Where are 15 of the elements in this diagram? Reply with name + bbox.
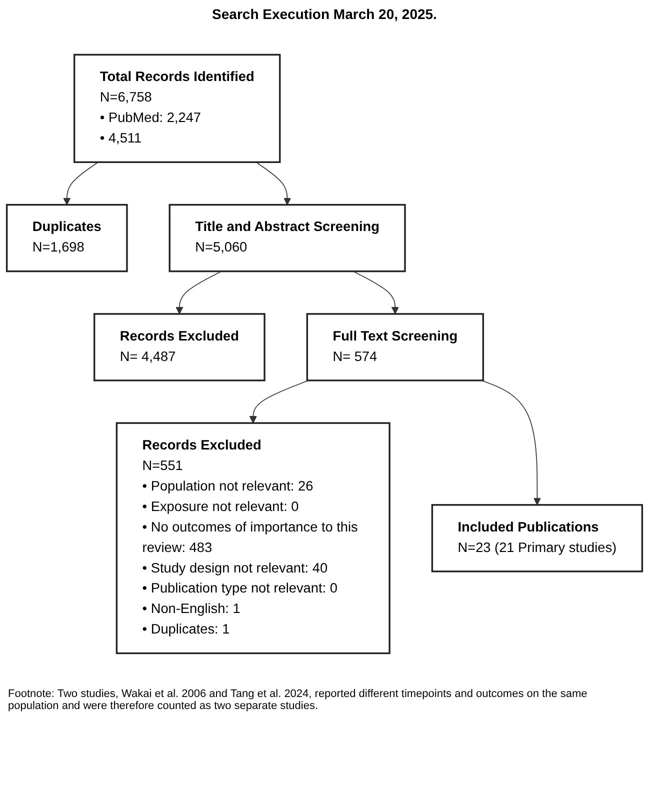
node-box: Records Excluded N=551 • Population not relevant: 26 • Exposure not relevant: 0 • No outcomes of importance to this review: 483 • Study design not relevant: 40 • Publication type not relevant: 0 • Non-English: 1 • Duplicates: 1 bbox=[116, 422, 390, 654]
arrow bbox=[352, 270, 399, 314]
arrow bbox=[256, 162, 292, 206]
node-box: Total Records Identified N=6,758 • PubMed: 2,247 • 4,511 bbox=[73, 54, 281, 164]
node-box: Title and Abstract Screening N=5,060 bbox=[168, 204, 406, 272]
arrow bbox=[176, 270, 222, 314]
node-box: Records Excluded N= 4,487 bbox=[93, 313, 266, 382]
arrow bbox=[481, 380, 541, 506]
arrow bbox=[249, 380, 310, 424]
diagram-title: Search Execution March 20, 2025. bbox=[211, 6, 438, 22]
node-box: Duplicates N=1,698 bbox=[6, 204, 128, 272]
node-box: Full Text Screening N= 574 bbox=[306, 313, 484, 382]
node-box: Included Publications N=23 (21 Primary studies) bbox=[431, 504, 644, 572]
footnote: Footnote: Two studies, Wakai et al. 2006 and Tang et al. 2024, reported different timepoints and outcomes on the same population and were therefore counted as two separate studies. bbox=[7, 687, 588, 714]
arrow bbox=[63, 162, 99, 206]
